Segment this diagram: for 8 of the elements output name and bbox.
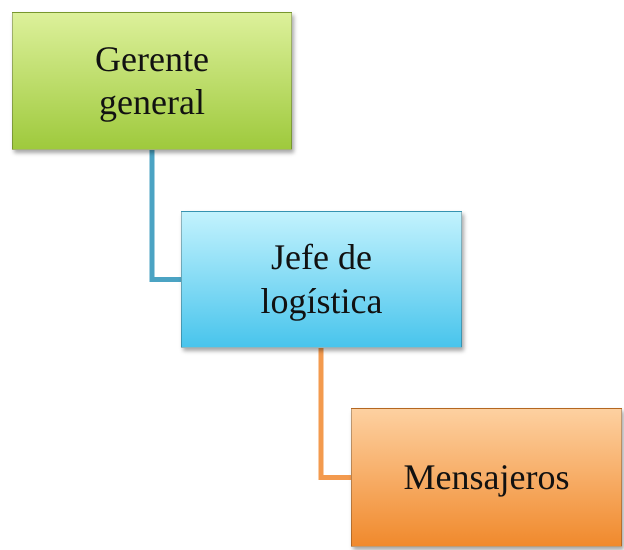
box-title: Jefe de logística xyxy=(260,236,384,323)
connector-line xyxy=(318,348,351,480)
box-title: Mensajeros xyxy=(402,456,570,499)
box-title: Gerente general xyxy=(94,38,210,124)
org-chart-box xyxy=(351,408,622,547)
org-chart-box xyxy=(12,12,292,150)
org-chart-box xyxy=(181,211,462,348)
connector-line xyxy=(150,150,181,282)
